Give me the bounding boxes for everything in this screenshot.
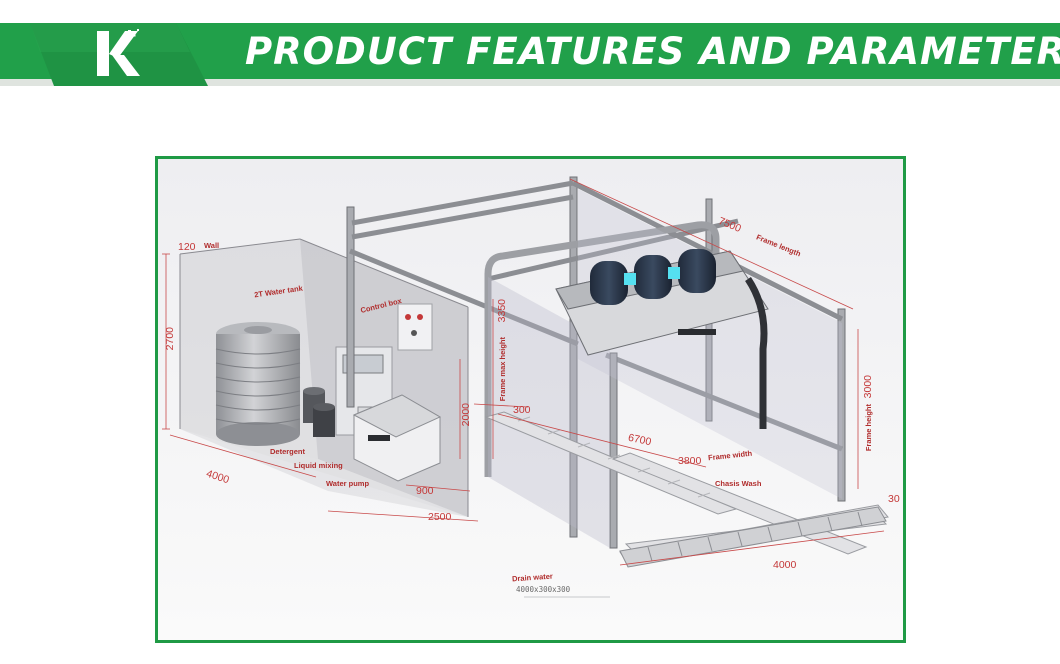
- car-wash-diagram: [158, 159, 903, 640]
- page-title: PRODUCT FEATURES AND PARAMETERS: [245, 30, 1060, 73]
- banner-shadow: [0, 79, 1060, 86]
- product-diagram-frame: 120 2700 4000 7500 3350 2000 900 2500 30…: [155, 156, 906, 643]
- dim-frame-max-height: 3350: [496, 299, 508, 323]
- dim-wall: 120: [178, 241, 196, 253]
- label-water-pump: Water pump: [326, 479, 370, 488]
- dim-drain-length: 4000: [773, 559, 797, 571]
- dim-offset: 300: [513, 404, 531, 416]
- dim-frame-width: 3800: [678, 455, 702, 467]
- dim-room-inner-height: 2000: [460, 403, 472, 427]
- brand-logo-icon: [30, 23, 208, 86]
- label-drain-size: 4000x300x300: [516, 585, 571, 594]
- label-detergent: Detergent: [270, 447, 306, 456]
- label-frame-height: Frame height: [864, 404, 873, 452]
- label-liquid-mixing: Liquid mixing: [294, 461, 343, 470]
- dim-edge-cut: 30: [888, 493, 900, 505]
- dim-room-width: 2500: [428, 511, 452, 523]
- label-frame-max-height: Frame max height: [498, 337, 507, 402]
- label-wall: Wall: [204, 241, 220, 250]
- dim-room-height: 2700: [164, 327, 176, 351]
- dim-frame-height: 3000: [862, 375, 874, 399]
- header-banner: PRODUCT FEATURES AND PARAMETERS: [0, 0, 1060, 110]
- label-chasis-wash: Chasis Wash: [715, 479, 762, 488]
- dim-pump-width: 900: [416, 485, 434, 497]
